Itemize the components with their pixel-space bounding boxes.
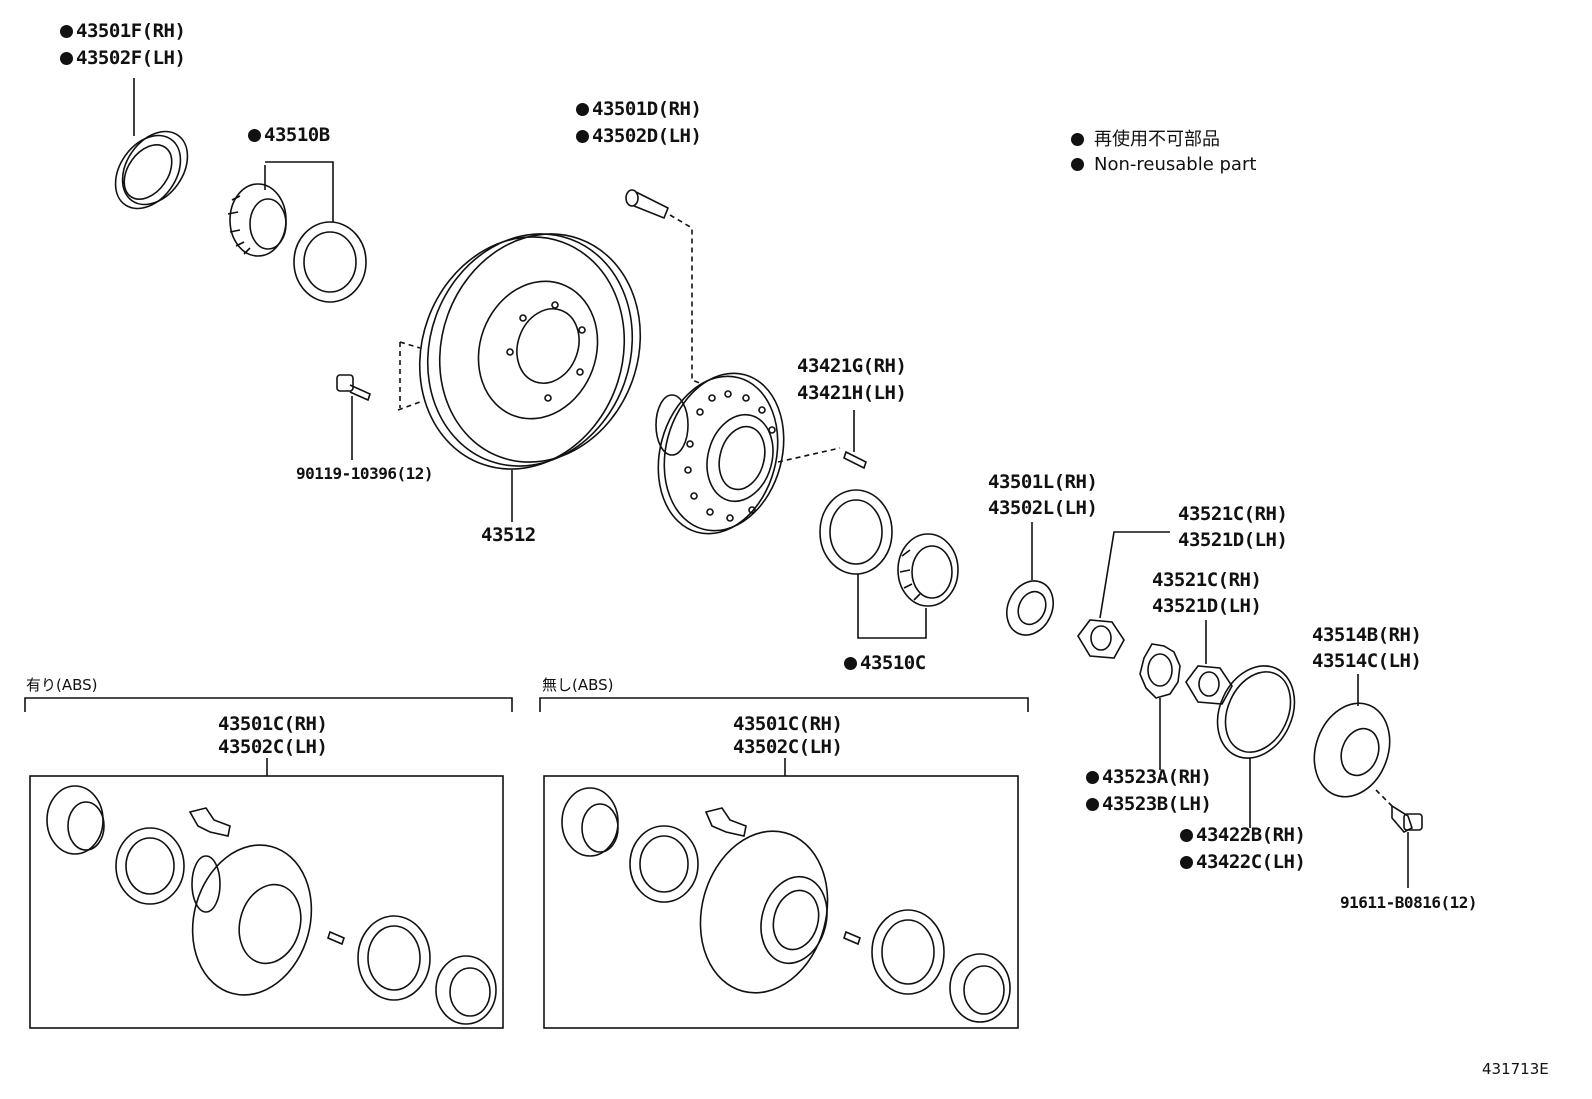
non-reusable-icon [576,103,589,116]
oil-seal [114,78,189,210]
legend-jp: 再使用不可部品 [1071,127,1220,153]
label-cap-lh: 43514C(LH) [1312,650,1422,672]
rotor-screw [336,374,371,460]
label-rotor: 43512 [481,524,536,546]
label-seal-rh: 43501F(RH) [60,18,186,44]
axle-hub [655,372,841,535]
non-reusable-icon [60,25,73,38]
hub-cap [1313,674,1393,807]
diagram-code: 431713E [1482,1060,1549,1078]
label-cap-rh: 43514B(RH) [1312,624,1422,646]
non-reusable-icon [60,52,73,65]
label-seal-lh: 43502F(LH) [60,45,186,71]
label-hubbolt-lh: 43502D(LH) [576,123,702,149]
abs-section-bracket [24,697,513,712]
non-reusable-icon [1086,798,1099,811]
label-pin-rh: 43421G(RH) [797,355,907,377]
hub-pin [843,410,867,470]
label-nut2-lh: 43521D(LH) [1152,595,1262,617]
noabs-hub-box [543,775,1019,1029]
label-bearing-c: 43510C [844,650,926,676]
thrust-washer [1006,522,1054,636]
lock-washer [1139,643,1181,770]
noabs-section-title: 無し(ABS) [542,676,614,694]
non-reusable-icon [576,130,589,143]
label-pin-lh: 43421H(LH) [797,382,907,404]
abs-hub-assembly [46,785,497,1025]
label-lockwasher-rh: 43523A(RH) [1086,764,1212,790]
abs-hub-box [29,775,504,1029]
non-reusable-icon [1180,829,1193,842]
abs-hub-lh: 43502C(LH) [218,736,328,758]
label-bearing-b: 43510B [248,122,330,148]
cap-bolt [1391,804,1423,888]
label-washer-rh: 43501L(RH) [988,471,1098,493]
label-gasket-lh: 43422C(LH) [1180,849,1306,875]
outer-bearing-cone [227,161,367,303]
label-lockwasher-lh: 43523B(LH) [1086,791,1212,817]
non-reusable-icon [1086,771,1099,784]
abs-section-title: 有り(ABS) [26,676,98,694]
gasket [1216,665,1296,828]
noabs-section-bracket [539,697,1029,712]
noabs-hub-rh: 43501C(RH) [733,713,843,735]
noabs-hub-assembly [561,787,1011,1023]
lock-nut [1077,531,1170,659]
brake-rotor [397,233,642,522]
label-gasket-rh: 43422B(RH) [1180,822,1306,848]
bullet-icon [1071,158,1084,171]
inner-bearing [819,489,959,639]
noabs-hub-lh: 43502C(LH) [733,736,843,758]
non-reusable-icon [844,657,857,670]
label-nut-rh: 43521C(RH) [1178,503,1288,525]
non-reusable-icon [248,129,261,142]
label-hubbolt-rh: 43501D(RH) [576,96,702,122]
label-nut2-rh: 43521C(RH) [1152,569,1262,591]
label-capbolt: 91611-B0816(12) [1340,893,1478,912]
adjusting-nut [1185,620,1233,705]
abs-hub-rh: 43501C(RH) [218,713,328,735]
label-washer-lh: 43502L(LH) [988,497,1098,519]
label-screw: 90119-10396(12) [296,464,434,483]
hub-bolt [625,189,703,385]
non-reusable-icon [1180,856,1193,869]
label-nut-lh: 43521D(LH) [1178,529,1288,551]
bullet-icon [1071,133,1084,146]
legend-en: Non-reusable part [1071,152,1256,178]
